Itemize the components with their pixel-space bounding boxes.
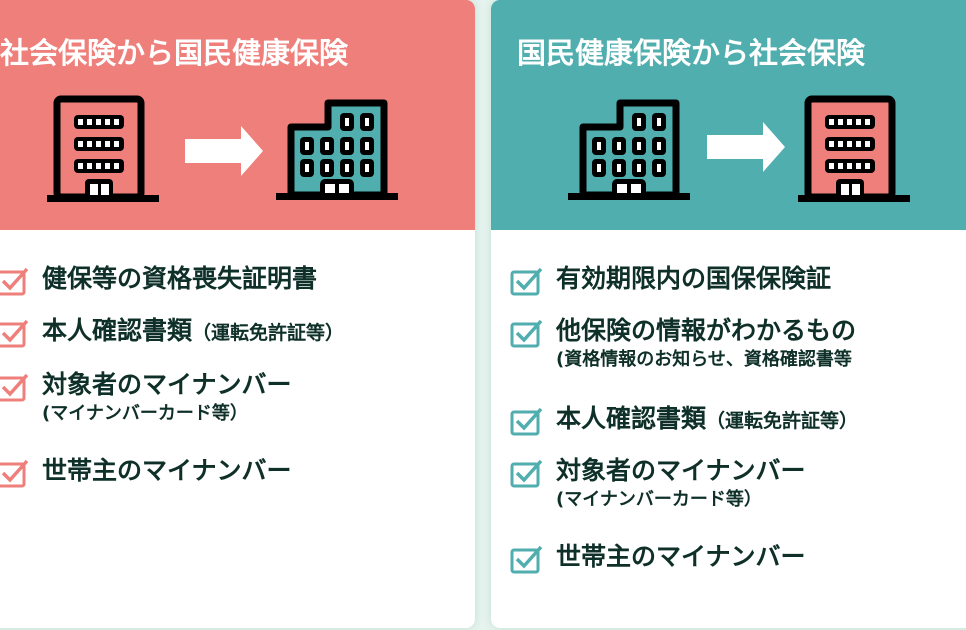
card-kokumin-to-shakai: 国民健康保険から社会保険 有効期限内の国保保険証 他保険の情報がわかるもの(資格… xyxy=(491,0,966,628)
card-title: 社会保険から国民健康保険 xyxy=(0,36,349,70)
arrow-right-icon xyxy=(185,126,263,176)
list-item: 対象者のマイナンバー(マイナンバーカード等） xyxy=(0,368,292,426)
card-title: 国民健康保険から社会保険 xyxy=(517,36,866,70)
office-building-icon xyxy=(47,95,161,205)
list-item: 本人確認書類（運転免許証等） xyxy=(0,314,344,350)
checkbox-icon xyxy=(510,319,543,348)
checkbox-icon xyxy=(0,267,29,296)
list-item: 世帯主のマイナンバー xyxy=(510,540,806,574)
checkbox-icon xyxy=(510,407,543,436)
list-item: 他保険の情報がわかるもの(資格情報のお知らせ、資格確認書等 xyxy=(510,314,856,372)
checkbox-icon xyxy=(0,459,29,488)
list-item: 有効期限内の国保保険証 xyxy=(510,262,831,296)
office-building-icon xyxy=(276,93,400,203)
list-item: 本人確認書類（運転免許証等） xyxy=(510,402,858,438)
checkbox-icon xyxy=(0,373,29,402)
checkbox-icon xyxy=(510,459,543,488)
checkbox-icon xyxy=(510,545,543,574)
checkbox-icon xyxy=(0,319,29,348)
office-building-icon xyxy=(568,93,692,203)
checkbox-icon xyxy=(510,267,543,296)
list-item: 健保等の資格喪失証明書 xyxy=(0,262,317,296)
list-item: 対象者のマイナンバー(マイナンバーカード等） xyxy=(510,454,806,512)
list-item: 世帯主のマイナンバー xyxy=(0,454,292,488)
card-shakai-to-kokumin: 社会保険から国民健康保険 健保等の資格喪失証明書 本人確認書類（運転免許証等） … xyxy=(0,0,475,628)
arrow-right-icon xyxy=(707,122,785,172)
office-building-icon xyxy=(798,95,912,205)
card-header: 国民健康保険から社会保険 xyxy=(491,0,966,230)
card-header: 社会保険から国民健康保険 xyxy=(0,0,475,230)
